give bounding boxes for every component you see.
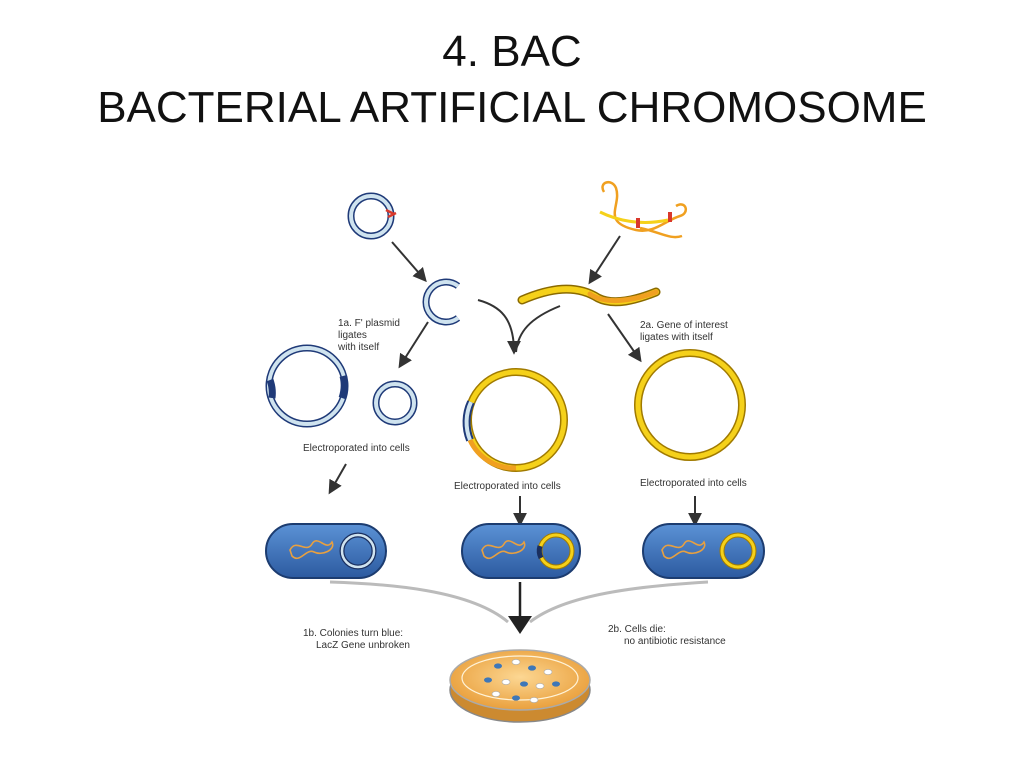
colony-white — [535, 683, 545, 689]
colony-white — [529, 697, 539, 703]
restriction-site-icon — [668, 212, 672, 222]
restriction-site-icon — [385, 208, 397, 219]
label-electroporated-left: Electroporated into cells — [303, 443, 410, 454]
colony-blue — [552, 681, 560, 687]
label-step-1a: 1a. F' plasmid ligates with itself — [337, 318, 403, 353]
label-step-2b: 2b. Cells die: no antibiotic resistance — [608, 624, 726, 647]
label-electroporated-right: Electroporated into cells — [640, 478, 747, 489]
cut-plasmid — [422, 278, 461, 326]
bacterial-cell-right — [642, 523, 765, 579]
f-plasmid-top — [347, 192, 397, 240]
small-plasmid — [372, 380, 418, 426]
arrow-to-dish-left — [329, 580, 509, 624]
colony-white — [501, 679, 511, 685]
title-line-1: 4. BAC — [442, 27, 582, 76]
arrow-1a — [398, 321, 429, 369]
linear-gene-fragment — [517, 284, 661, 307]
colony-white — [543, 669, 553, 675]
gene-of-interest-top — [599, 180, 688, 239]
arrow-merge — [515, 305, 561, 353]
label-electroporated-center: Electroporated into cells — [454, 481, 561, 492]
colony-white — [491, 691, 501, 697]
arrow-to-dish-right — [529, 580, 709, 624]
petri-dish — [449, 649, 591, 723]
title-line-2: BACTERIAL ARTIFICIAL CHROMOSOME — [97, 83, 927, 132]
bacterial-cell-center — [461, 523, 581, 579]
bacterial-cell-left — [265, 523, 387, 579]
colony-blue — [484, 677, 492, 683]
arrow-merge — [477, 299, 521, 355]
colony-blue — [494, 663, 502, 669]
colony-blue — [528, 665, 536, 671]
label-step-2a: 2a. Gene of interest ligates with itself — [640, 320, 731, 343]
restriction-site-icon — [636, 218, 640, 228]
colony-blue — [520, 681, 528, 687]
self-ligated-f-plasmid — [265, 344, 349, 428]
slide-title: 4. BAC BACTERIAL ARTIFICIAL CHROMOSOME — [0, 24, 1024, 136]
arrow-to-dish-head — [508, 616, 532, 634]
self-ligated-gene — [634, 349, 746, 461]
recombinant-bac — [462, 368, 568, 472]
arrow-electroporate-left — [328, 463, 347, 495]
colony-blue — [512, 695, 520, 701]
arrow-2a — [607, 313, 642, 363]
label-step-1b: 1b. Colonies turn blue: LacZ Gene unbrok… — [303, 628, 410, 651]
colony-white — [511, 659, 521, 665]
arrow-plasmid-cut — [391, 241, 427, 283]
arrow-gene-cut — [588, 235, 621, 285]
